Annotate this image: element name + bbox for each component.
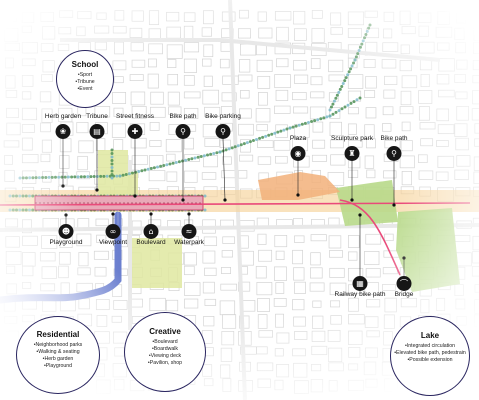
poi-label: Street fitness [116,113,154,120]
school-title: School [71,60,99,69]
herb-icon[interactable]: ❀ [55,124,71,139]
poi-label: Playground [49,239,83,246]
poi-label: Viewpoint [98,239,128,246]
residential-title: Residential [36,330,80,339]
poi-label: Plaza [289,135,307,142]
rail-icon[interactable]: ▦ [352,276,368,291]
sculpture-icon[interactable]: ♜ [344,146,360,161]
bench-icon[interactable]: ⌂ [143,224,159,239]
poi-label: Waterpark [174,239,204,246]
poi-label: Boulevard [136,239,166,246]
residential-bubble[interactable]: Residential Neighborhood parks Walking &… [16,316,100,394]
poi-label: Bike parking [205,113,241,120]
bridge-icon[interactable]: ⌒ [396,276,412,291]
poi-label: Herb garden [44,113,82,120]
binoculars-icon[interactable]: ∞ [105,224,121,239]
fitness-icon[interactable]: ✚ [127,124,143,139]
poi-label: Bike path [380,135,408,142]
bike-icon[interactable]: ⚲ [386,146,402,161]
creative-bubble[interactable]: Creative Boulevard Boardwalk Viewing dec… [124,312,206,392]
creative-title: Creative [149,327,181,336]
bike-icon[interactable]: ⚲ [175,124,191,139]
tribune-icon[interactable]: ▤ [89,124,105,139]
bike-parking-icon[interactable]: ⚲ [215,124,231,139]
lake-bubble[interactable]: Lake Integrated circulation Elevated bik… [390,316,470,396]
lake-list: Integrated circulation Elevated bike pat… [391,343,469,364]
water-icon[interactable]: ≈ [181,224,197,239]
residential-list: Neighborhood parks Walking & seating Her… [17,342,99,370]
poi-label: Sculpture park [331,135,373,142]
school-bubble[interactable]: School Sport Tribune Event [56,50,114,108]
playground-icon[interactable]: ☻ [58,224,74,239]
poi-label: Tribune [86,113,108,120]
creative-list: Boulevard Boardwalk Viewing deck Pavilio… [125,339,205,367]
poi-label: Bike path [169,113,197,120]
poi-label: Railway bike path [334,291,386,298]
plaza-icon[interactable]: ◉ [290,146,306,161]
lake-title: Lake [420,331,440,340]
poi-label: Bridge [394,291,414,298]
school-list: Sport Tribune Event [57,72,113,93]
